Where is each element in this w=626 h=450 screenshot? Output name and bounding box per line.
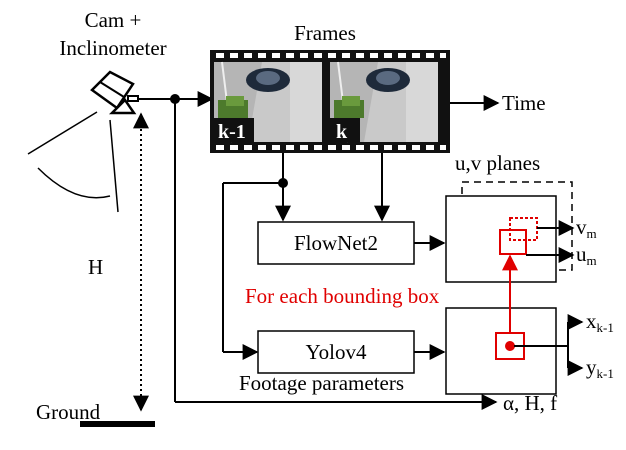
frame-curr: k bbox=[330, 61, 438, 143]
frames-title: Frames bbox=[294, 21, 356, 45]
detection-plane bbox=[445, 307, 557, 395]
height-label: H bbox=[88, 255, 103, 279]
bbox-center-dot bbox=[505, 341, 515, 351]
uv-bbox bbox=[499, 229, 527, 255]
frame-curr-label: k bbox=[336, 121, 348, 143]
x-output-label: xk-1 bbox=[586, 309, 614, 335]
bbox-note: For each bounding box bbox=[245, 284, 440, 308]
uv-planes-title: u,v planes bbox=[455, 151, 540, 175]
time-label: Time bbox=[502, 91, 546, 115]
footage-params: α, H, f bbox=[503, 391, 557, 415]
v-output-label: vm bbox=[576, 215, 597, 241]
frame-prev-label: k-1 bbox=[218, 121, 246, 143]
film-strip: k-1 k-1 k bbox=[210, 50, 450, 153]
y-output-label: yk-1 bbox=[586, 355, 614, 381]
yolo-label: Yolov4 bbox=[306, 340, 367, 364]
camera-label-line2: Inclinometer bbox=[59, 36, 166, 60]
camera-icon bbox=[27, 70, 139, 213]
yolo-box bbox=[257, 330, 415, 374]
ground-label: Ground bbox=[36, 400, 101, 424]
camera-label-line1: Cam + bbox=[85, 8, 142, 32]
frame-prev: k-1 k-1 bbox=[214, 61, 322, 143]
flownet-label: FlowNet2 bbox=[294, 231, 378, 255]
footage-label: Footage parameters bbox=[239, 371, 404, 395]
u-output-label: um bbox=[576, 242, 597, 268]
